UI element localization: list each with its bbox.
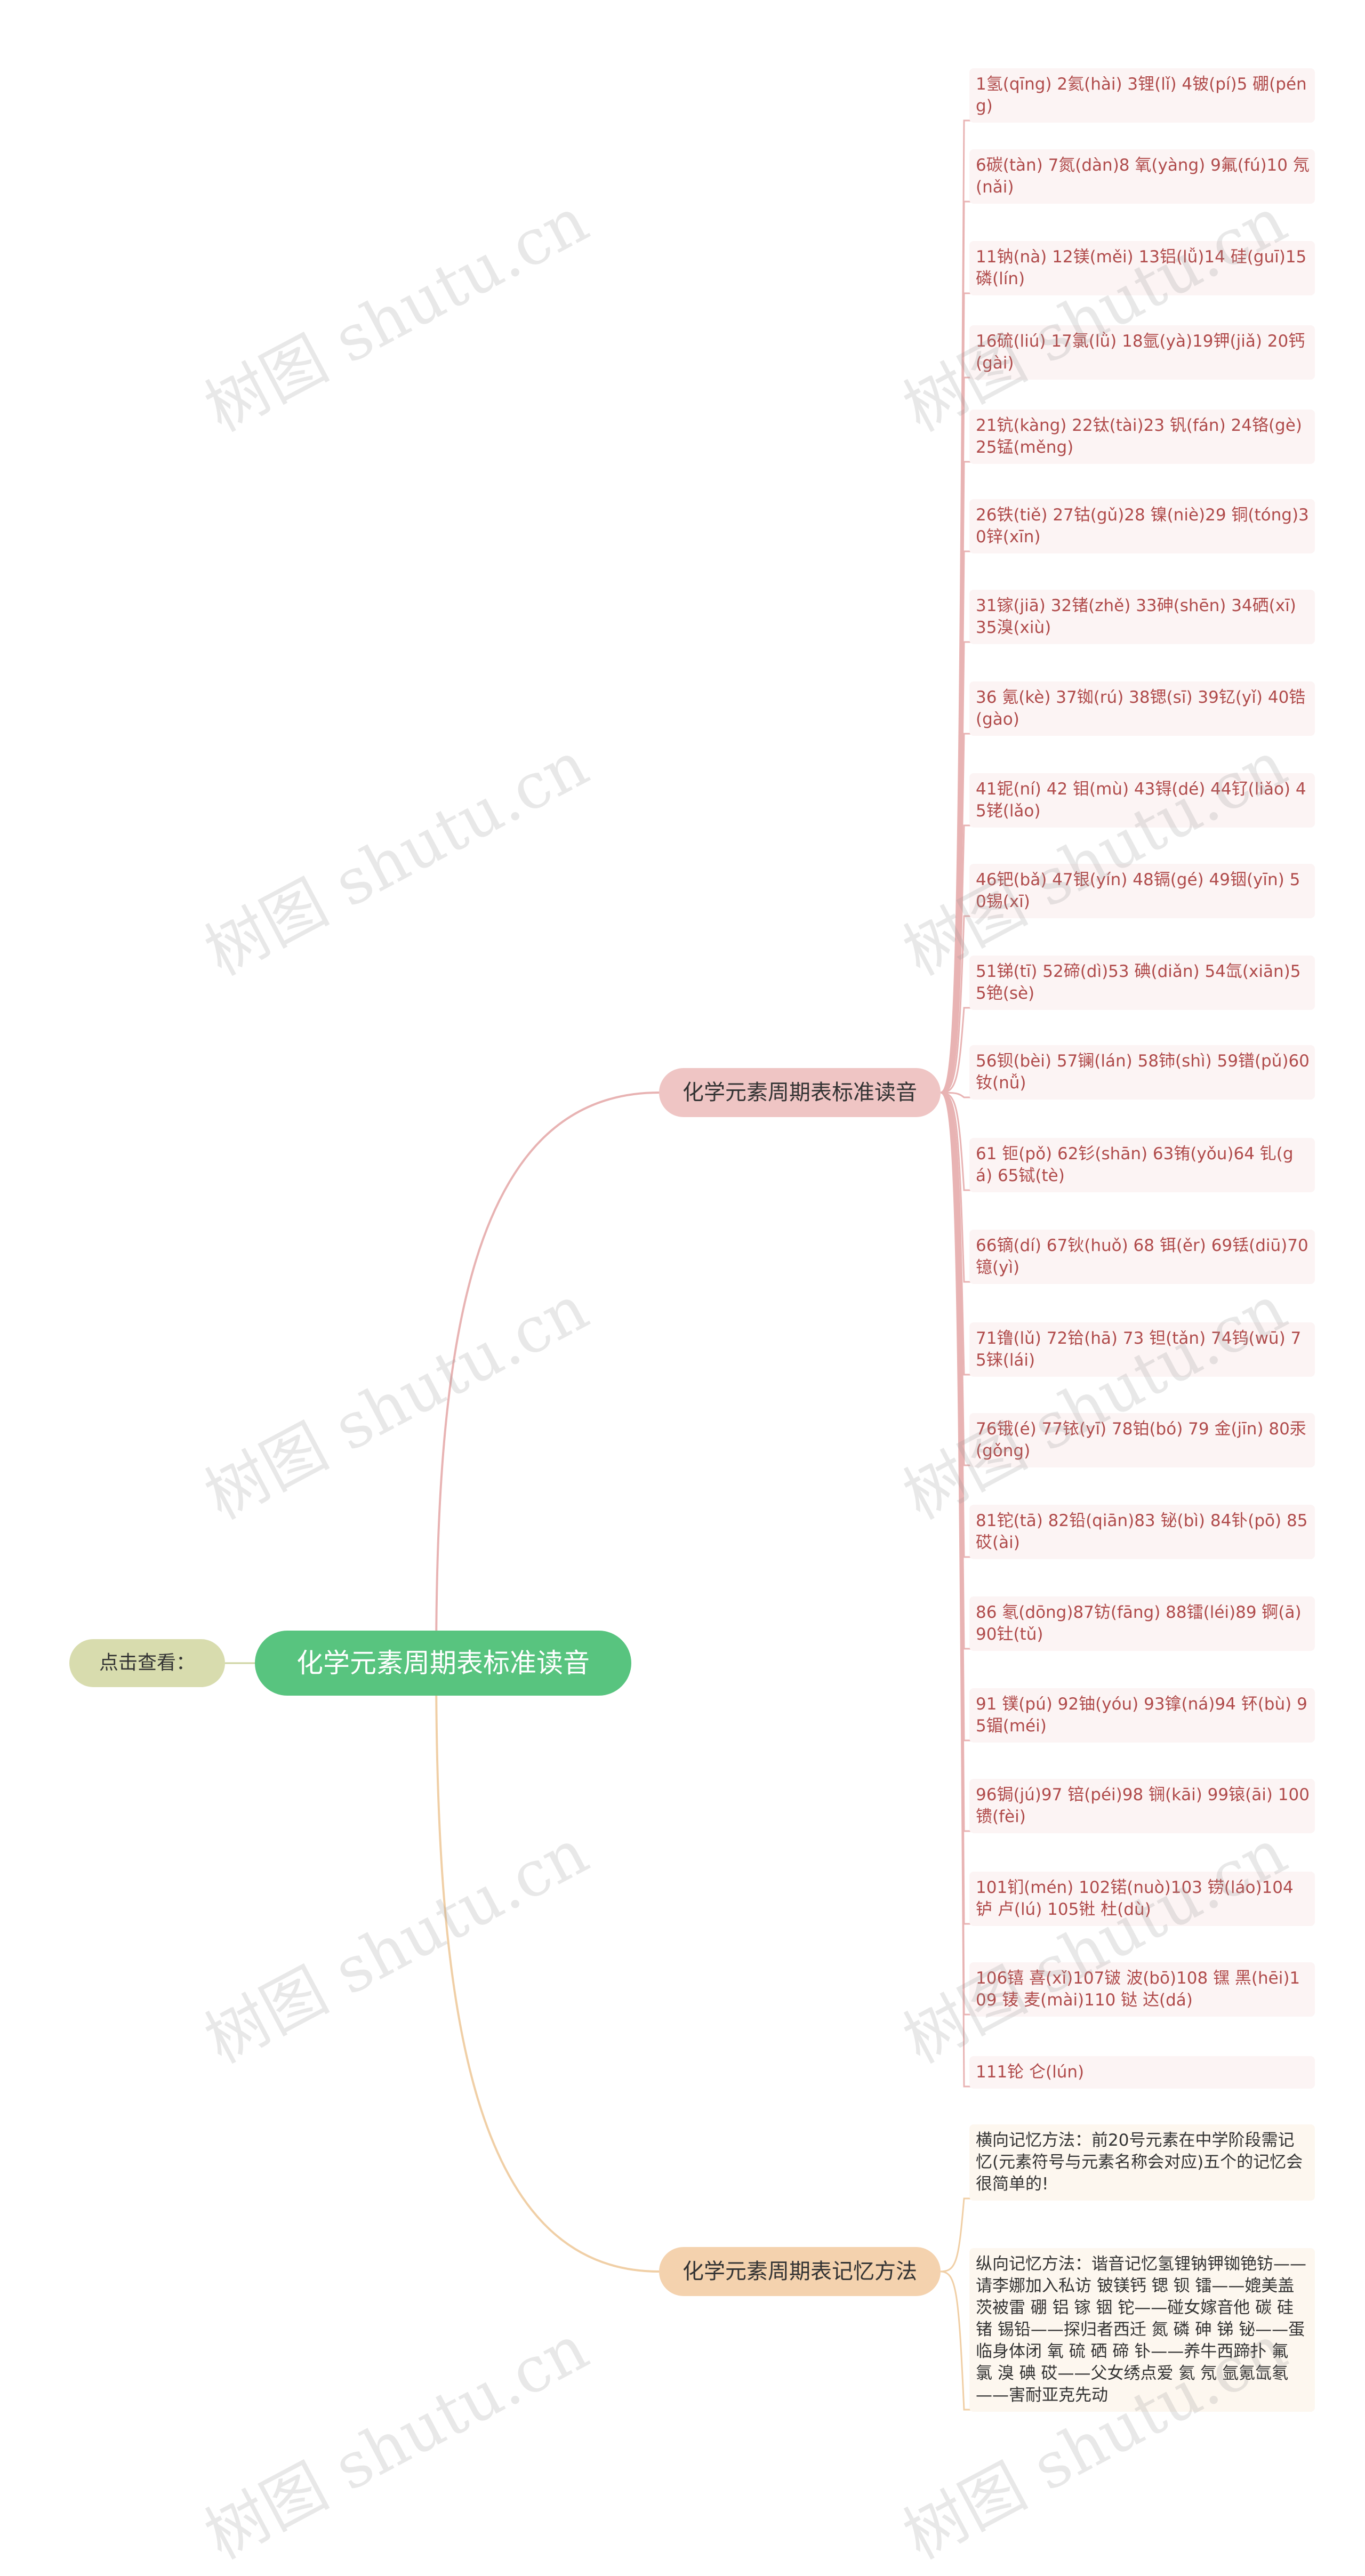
element-pronunciation-leaf[interactable]: 66镝(dí) 67钬(huǒ) 68 铒(ěr) 69铥(diū)70镱(yì… — [969, 1230, 1315, 1284]
element-pronunciation-leaf[interactable]: 86 氡(dōng)87钫(fāng) 88镭(léi)89 锕(ā) 90钍(… — [969, 1596, 1315, 1651]
memory-method-leaf[interactable]: 横向记忆方法：前20号元素在中学阶段需记忆(元素符号与元素名称会对应)五个的记忆… — [969, 2124, 1315, 2201]
element-pronunciation-leaf[interactable]: 61 钷(pǒ) 62钐(shān) 63铕(yǒu)64 钆(gá) 65铽(… — [969, 1138, 1315, 1192]
element-pronunciation-leaf[interactable]: 46钯(bǎ) 47银(yín) 48镉(gé) 49铟(yīn) 50锡(xī… — [969, 864, 1315, 918]
element-pronunciation-leaf[interactable]: 76锇(é) 77铱(yī) 78铂(bó) 79 金(jīn) 80汞(gǒn… — [969, 1413, 1315, 1467]
hint-node[interactable]: 点击查看： — [69, 1639, 225, 1687]
element-pronunciation-leaf[interactable]: 21钪(kàng) 22钛(tài)23 钒(fán) 24铬(gè) 25锰(… — [969, 410, 1315, 464]
leaf-connector — [940, 2197, 980, 2273]
element-pronunciation-leaf[interactable]: 41铌(ní) 42 钼(mù) 43锝(dé) 44钌(liǎo) 45铑(l… — [969, 773, 1315, 828]
element-pronunciation-leaf[interactable]: 51锑(tī) 52碲(dì)53 碘(diǎn) 54氙(xiān)55铯(s… — [969, 956, 1315, 1010]
leaf-connector — [940, 2270, 980, 2411]
memory-method-leaf[interactable]: 纵向记忆方法：谐音记忆氢锂钠钾铷铯钫——请李娜加入私访 铍镁钙 锶 钡 镭——媲… — [969, 2248, 1315, 2412]
branch-pronunciation[interactable]: 化学元素周期表标准读音 — [659, 1068, 941, 1117]
element-pronunciation-leaf[interactable]: 16硫(liú) 17氯(lǜ) 18氩(yà)19钾(jiǎ) 20钙(gài… — [969, 325, 1315, 380]
element-pronunciation-leaf[interactable]: 56钡(bèi) 57镧(lán) 58铈(shì) 59镨(pǔ)60钕(nǚ… — [969, 1045, 1315, 1100]
element-pronunciation-leaf[interactable]: 81铊(tā) 82铅(qiān)83 铋(bì) 84钋(pō) 85砹(ài… — [969, 1505, 1315, 1559]
element-pronunciation-leaf[interactable]: 91 镤(pú) 92铀(yóu) 93镎(ná)94 钚(bù) 95镅(mé… — [969, 1688, 1315, 1743]
leaf-connector — [940, 1007, 980, 1094]
element-pronunciation-leaf[interactable]: 111𬬭 仑(lún) — [969, 2056, 1315, 2089]
element-pronunciation-leaf[interactable]: 101钔(mén) 102锘(nuò)103 铹(láo)104 𬬻 卢(lú)… — [969, 1872, 1315, 1926]
element-pronunciation-leaf[interactable]: 96锔(jú)97 锫(péi)98 锎(kāi) 99锿(āi) 100镄(f… — [969, 1779, 1315, 1833]
element-pronunciation-leaf[interactable]: 1氢(qīng) 2氦(hài) 3锂(lǐ) 4铍(pí)5 硼(péng) — [969, 68, 1315, 123]
branch-connector — [435, 1092, 660, 1664]
leaf-connector — [940, 915, 980, 1094]
element-pronunciation-leaf[interactable]: 6碳(tàn) 7氮(dàn)8 氧(yàng) 9氟(fú)10 氖(nǎi) — [969, 149, 1315, 204]
element-pronunciation-leaf[interactable]: 11钠(nà) 12镁(měi) 13铝(lǚ)14 硅(guī)15 磷(lí… — [969, 241, 1315, 295]
root-node[interactable]: 化学元素周期表标准读音 — [255, 1631, 631, 1696]
element-pronunciation-leaf[interactable]: 36 氪(kè) 37铷(rú) 38锶(sī) 39钇(yǐ) 40锆(gào… — [969, 681, 1315, 736]
mindmap-connectors — [225, 119, 980, 2411]
leaf-connector — [940, 1092, 980, 2088]
element-pronunciation-leaf[interactable]: 106𬭳 喜(xǐ)107𬭛 波(bō)108 𬭶 黑(hēi)109 鿏 麦(… — [969, 1962, 1315, 2017]
branch-connector — [435, 1663, 660, 2273]
branch-memory-methods[interactable]: 化学元素周期表记忆方法 — [659, 2247, 941, 2296]
element-pronunciation-leaf[interactable]: 71镥(lǔ) 72铪(hā) 73 钽(tǎn) 74钨(wū) 75铼(lá… — [969, 1322, 1315, 1377]
element-pronunciation-leaf[interactable]: 26铁(tiě) 27钴(gǔ)28 镍(niè)29 铜(tóng)30锌(x… — [969, 499, 1315, 553]
element-pronunciation-leaf[interactable]: 31镓(jiā) 32锗(zhě) 33砷(shēn) 34硒(xī) 35溴(… — [969, 590, 1315, 644]
